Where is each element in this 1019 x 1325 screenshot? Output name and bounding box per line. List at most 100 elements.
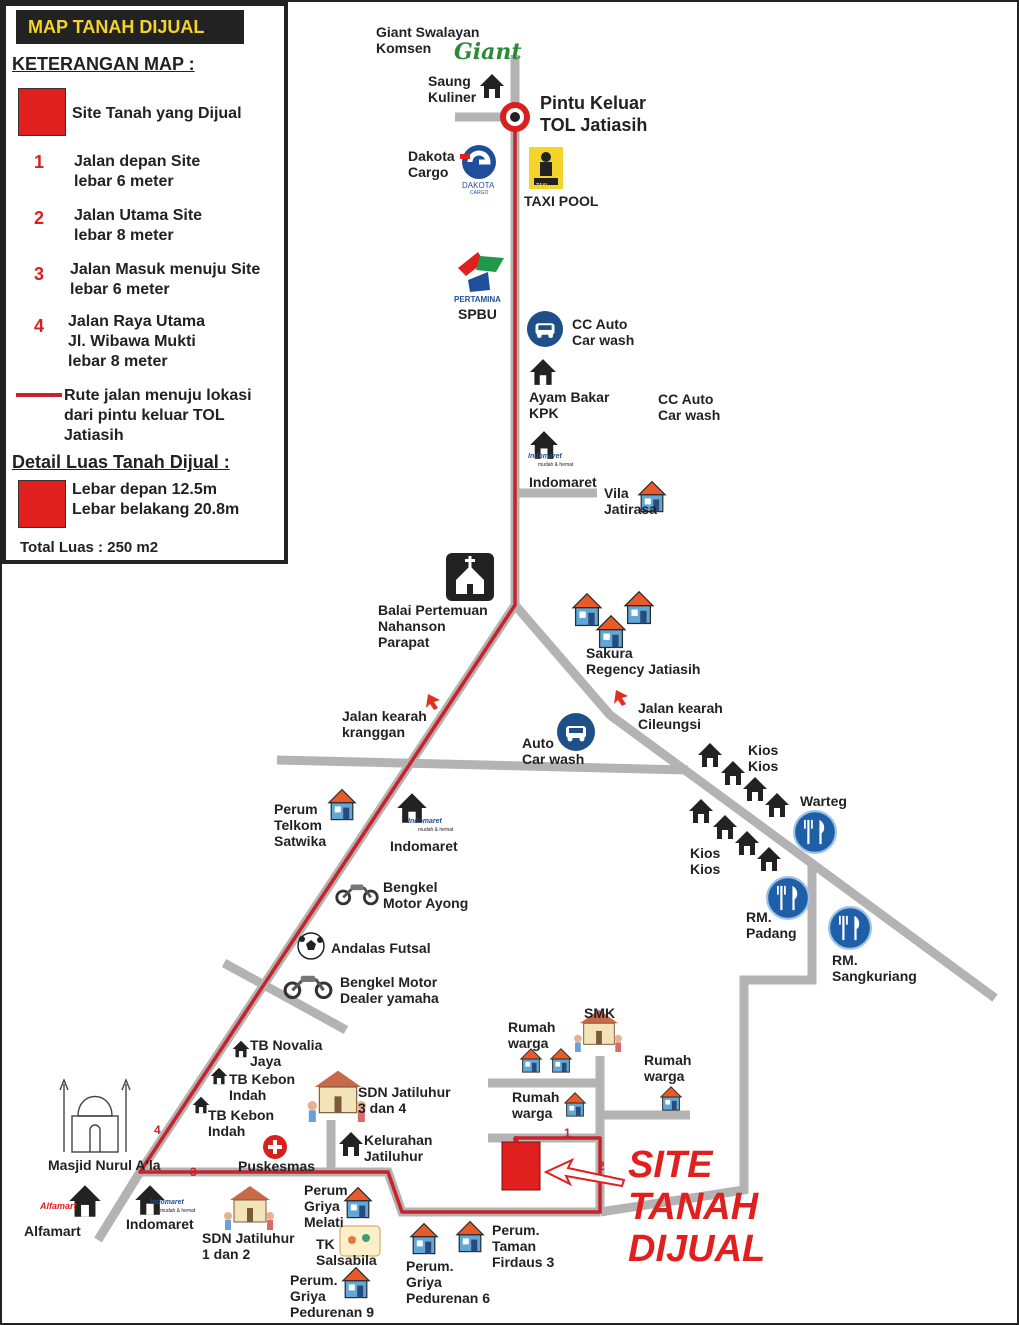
- sangkuriang-food-icon: [828, 906, 872, 950]
- label-taman-firdaus: Perum. Taman Firdaus 3: [492, 1222, 555, 1270]
- label-spbu: SPBU: [458, 306, 497, 322]
- label-alfamart: Alfamart: [24, 1223, 81, 1239]
- kios2-b-icon: [713, 815, 737, 839]
- label-cc-auto-2: CC Auto Car wash: [658, 391, 721, 423]
- legend-text-2: Jalan Utama Site lebar 8 meter: [74, 207, 203, 244]
- warteg-food-icon: [793, 810, 837, 854]
- legend-num-1: 1: [34, 152, 45, 172]
- label-griya-melati: Perum Griya Melati: [304, 1182, 348, 1230]
- mosque-icon: [59, 1078, 131, 1153]
- ayam-house-icon: [530, 359, 556, 385]
- label-tb-kebon-2: TB Kebon Indah: [208, 1107, 275, 1139]
- rumah1-cottage-a-icon: [520, 1048, 542, 1073]
- taxi-icon: [529, 147, 563, 189]
- legend-detail-text: Lebar depan 12.5m Lebar belakang 20.8m: [72, 481, 240, 518]
- label-pedurenan-9: Perum. Griya Pedurenan 9: [290, 1272, 375, 1320]
- label-vila-jatirasa: Vila Jatirasa: [604, 485, 657, 517]
- label-smk: SMK: [584, 1005, 616, 1021]
- label-sdn-jatiluhur-34: SDN Jatiluhur 3 dan 4: [358, 1084, 451, 1116]
- road-cileungsi: [511, 602, 998, 1002]
- label-tb-novalia: TB Novalia Jaya: [250, 1037, 323, 1069]
- site-plot[interactable]: [501, 1141, 541, 1191]
- legend-total: Total Luas : 250 m2: [20, 539, 159, 556]
- taxi-sign-text: TAXI: [536, 183, 548, 189]
- rumah3-cottage-icon: [660, 1086, 682, 1111]
- road-east-loop: [599, 862, 817, 1217]
- road-number-2: 2: [598, 1159, 605, 1173]
- kios2-a-icon: [689, 799, 713, 823]
- road-number-4: 4: [154, 1123, 161, 1137]
- map-legend: MAP TANAH DIJUAL KETERANGAN MAP : Site T…: [2, 2, 288, 564]
- road-cross-kranggan: [276, 755, 689, 775]
- legend-title: MAP TANAH DIJUAL: [16, 10, 244, 44]
- road-number-1: 1: [564, 1126, 571, 1140]
- indomaret3-logo: Indomaret: [150, 1199, 184, 1206]
- legend-text-4: Jalan Raya Utama Jl. Wibawa Mukti lebar …: [68, 313, 205, 370]
- label-indomaret-2: Indomaret: [390, 838, 458, 854]
- cileungsi-arrow-icon: [614, 690, 628, 706]
- label-perum-telkom: Perum Telkom Satwika: [274, 801, 327, 849]
- legend-route-label: Rute jalan menuju lokasi dari pintu kelu…: [64, 387, 252, 444]
- label-indomaret-3: Indomaret: [126, 1216, 194, 1232]
- label-rm-padang: RM. Padang: [746, 909, 797, 941]
- tk-sign-icon: [339, 1225, 381, 1257]
- toll-gate-icon: [500, 102, 530, 132]
- pertamina-logo-text: PERTAMINA: [454, 295, 501, 304]
- site-pointer-arrow: [543, 1157, 626, 1188]
- legend-num-3: 3: [34, 264, 45, 284]
- legend-site-swatch: [18, 88, 66, 136]
- telkom-cottage-icon: [328, 788, 356, 821]
- tb-kebon2-icon: [192, 1096, 210, 1114]
- label-tk-salsabila: TK Salsabila: [316, 1236, 377, 1268]
- cc-auto-carwash-icon: [526, 310, 564, 348]
- label-balai-pertemuan: Balai Pertemuan Nahanson Parapat: [378, 602, 488, 650]
- tb-kebon1-icon: [210, 1067, 228, 1085]
- legend-num-4: 4: [34, 316, 45, 336]
- legend-text-1: Jalan depan Site lebar 6 meter: [74, 153, 201, 190]
- label-cc-auto-1: CC Auto Car wash: [572, 316, 635, 348]
- sakura-cottage-c-icon: [596, 615, 626, 649]
- label-kios-1: Kios Kios: [748, 742, 779, 774]
- kios1-d-icon: [765, 793, 789, 817]
- label-taxi-pool: TAXI POOL: [524, 193, 599, 209]
- indomaret2-logo: Indomaret: [408, 818, 442, 825]
- label-rumah-warga-3: Rumah warga: [644, 1052, 692, 1084]
- legend-keterangan-heading: KETERANGAN MAP :: [12, 54, 195, 74]
- sakura-cottage-a-icon: [572, 593, 602, 627]
- indomaret1-logo-tag: mudah & hemat: [538, 462, 574, 468]
- label-andalas-futsal: Andalas Futsal: [331, 940, 431, 956]
- sdn12-school-icon: [223, 1185, 275, 1230]
- kios2-c-icon: [735, 831, 759, 855]
- sakura-cottage-b-icon: [624, 591, 654, 625]
- legend-detail-heading: Detail Luas Tanah Dijual :: [12, 452, 230, 472]
- label-sakura-regency: Sakura Regency Jatiasih: [586, 645, 701, 677]
- tb-novalia-icon: [232, 1040, 250, 1058]
- label-saung-kuliner: Saung Kuliner: [428, 73, 477, 105]
- legend-site-label: Site Tanah yang Dijual: [72, 105, 242, 122]
- label-giant: Giant Swalayan Komsen: [376, 24, 480, 56]
- bengkel-yamaha-motorbike-icon: [283, 974, 333, 1000]
- label-jalan-cileungsi: Jalan kearah Cileungsi: [638, 700, 723, 732]
- label-kios-2: Kios Kios: [690, 845, 721, 877]
- label-jalan-kranggan: Jalan kearah kranggan: [342, 708, 427, 740]
- puskesmas-icon: [263, 1135, 287, 1159]
- kios2-d-icon: [757, 847, 781, 871]
- label-pedurenan-6: Perum. Griya Pedurenan 6: [406, 1258, 491, 1306]
- kranggan-arrow-icon: [426, 694, 440, 710]
- saung-house-icon: [480, 74, 504, 98]
- label-bengkel-yamaha: Bengkel Motor Dealer yamaha: [340, 974, 439, 1006]
- kelurahan-house-icon: [339, 1132, 363, 1156]
- pertamina-logo-icon: [458, 252, 504, 292]
- dakota-logo-subtext: CARGO: [470, 190, 489, 196]
- label-dakota-cargo: Dakota Cargo: [408, 148, 455, 180]
- kios1-a-icon: [698, 743, 722, 767]
- road-side-diagonal: [221, 959, 349, 1034]
- bengkel-ayong-motorbike-icon: [335, 883, 379, 906]
- alfamart-logo: Alfamart: [40, 1201, 77, 1211]
- legend-num-2: 2: [34, 208, 45, 228]
- kios1-b-icon: [721, 761, 745, 785]
- pedurenan6-cottage-b-icon: [456, 1220, 484, 1253]
- label-warteg: Warteg: [800, 793, 847, 809]
- dakota-logo-text: DAKOTA: [462, 181, 495, 190]
- label-indomaret-1: Indomaret: [529, 474, 597, 490]
